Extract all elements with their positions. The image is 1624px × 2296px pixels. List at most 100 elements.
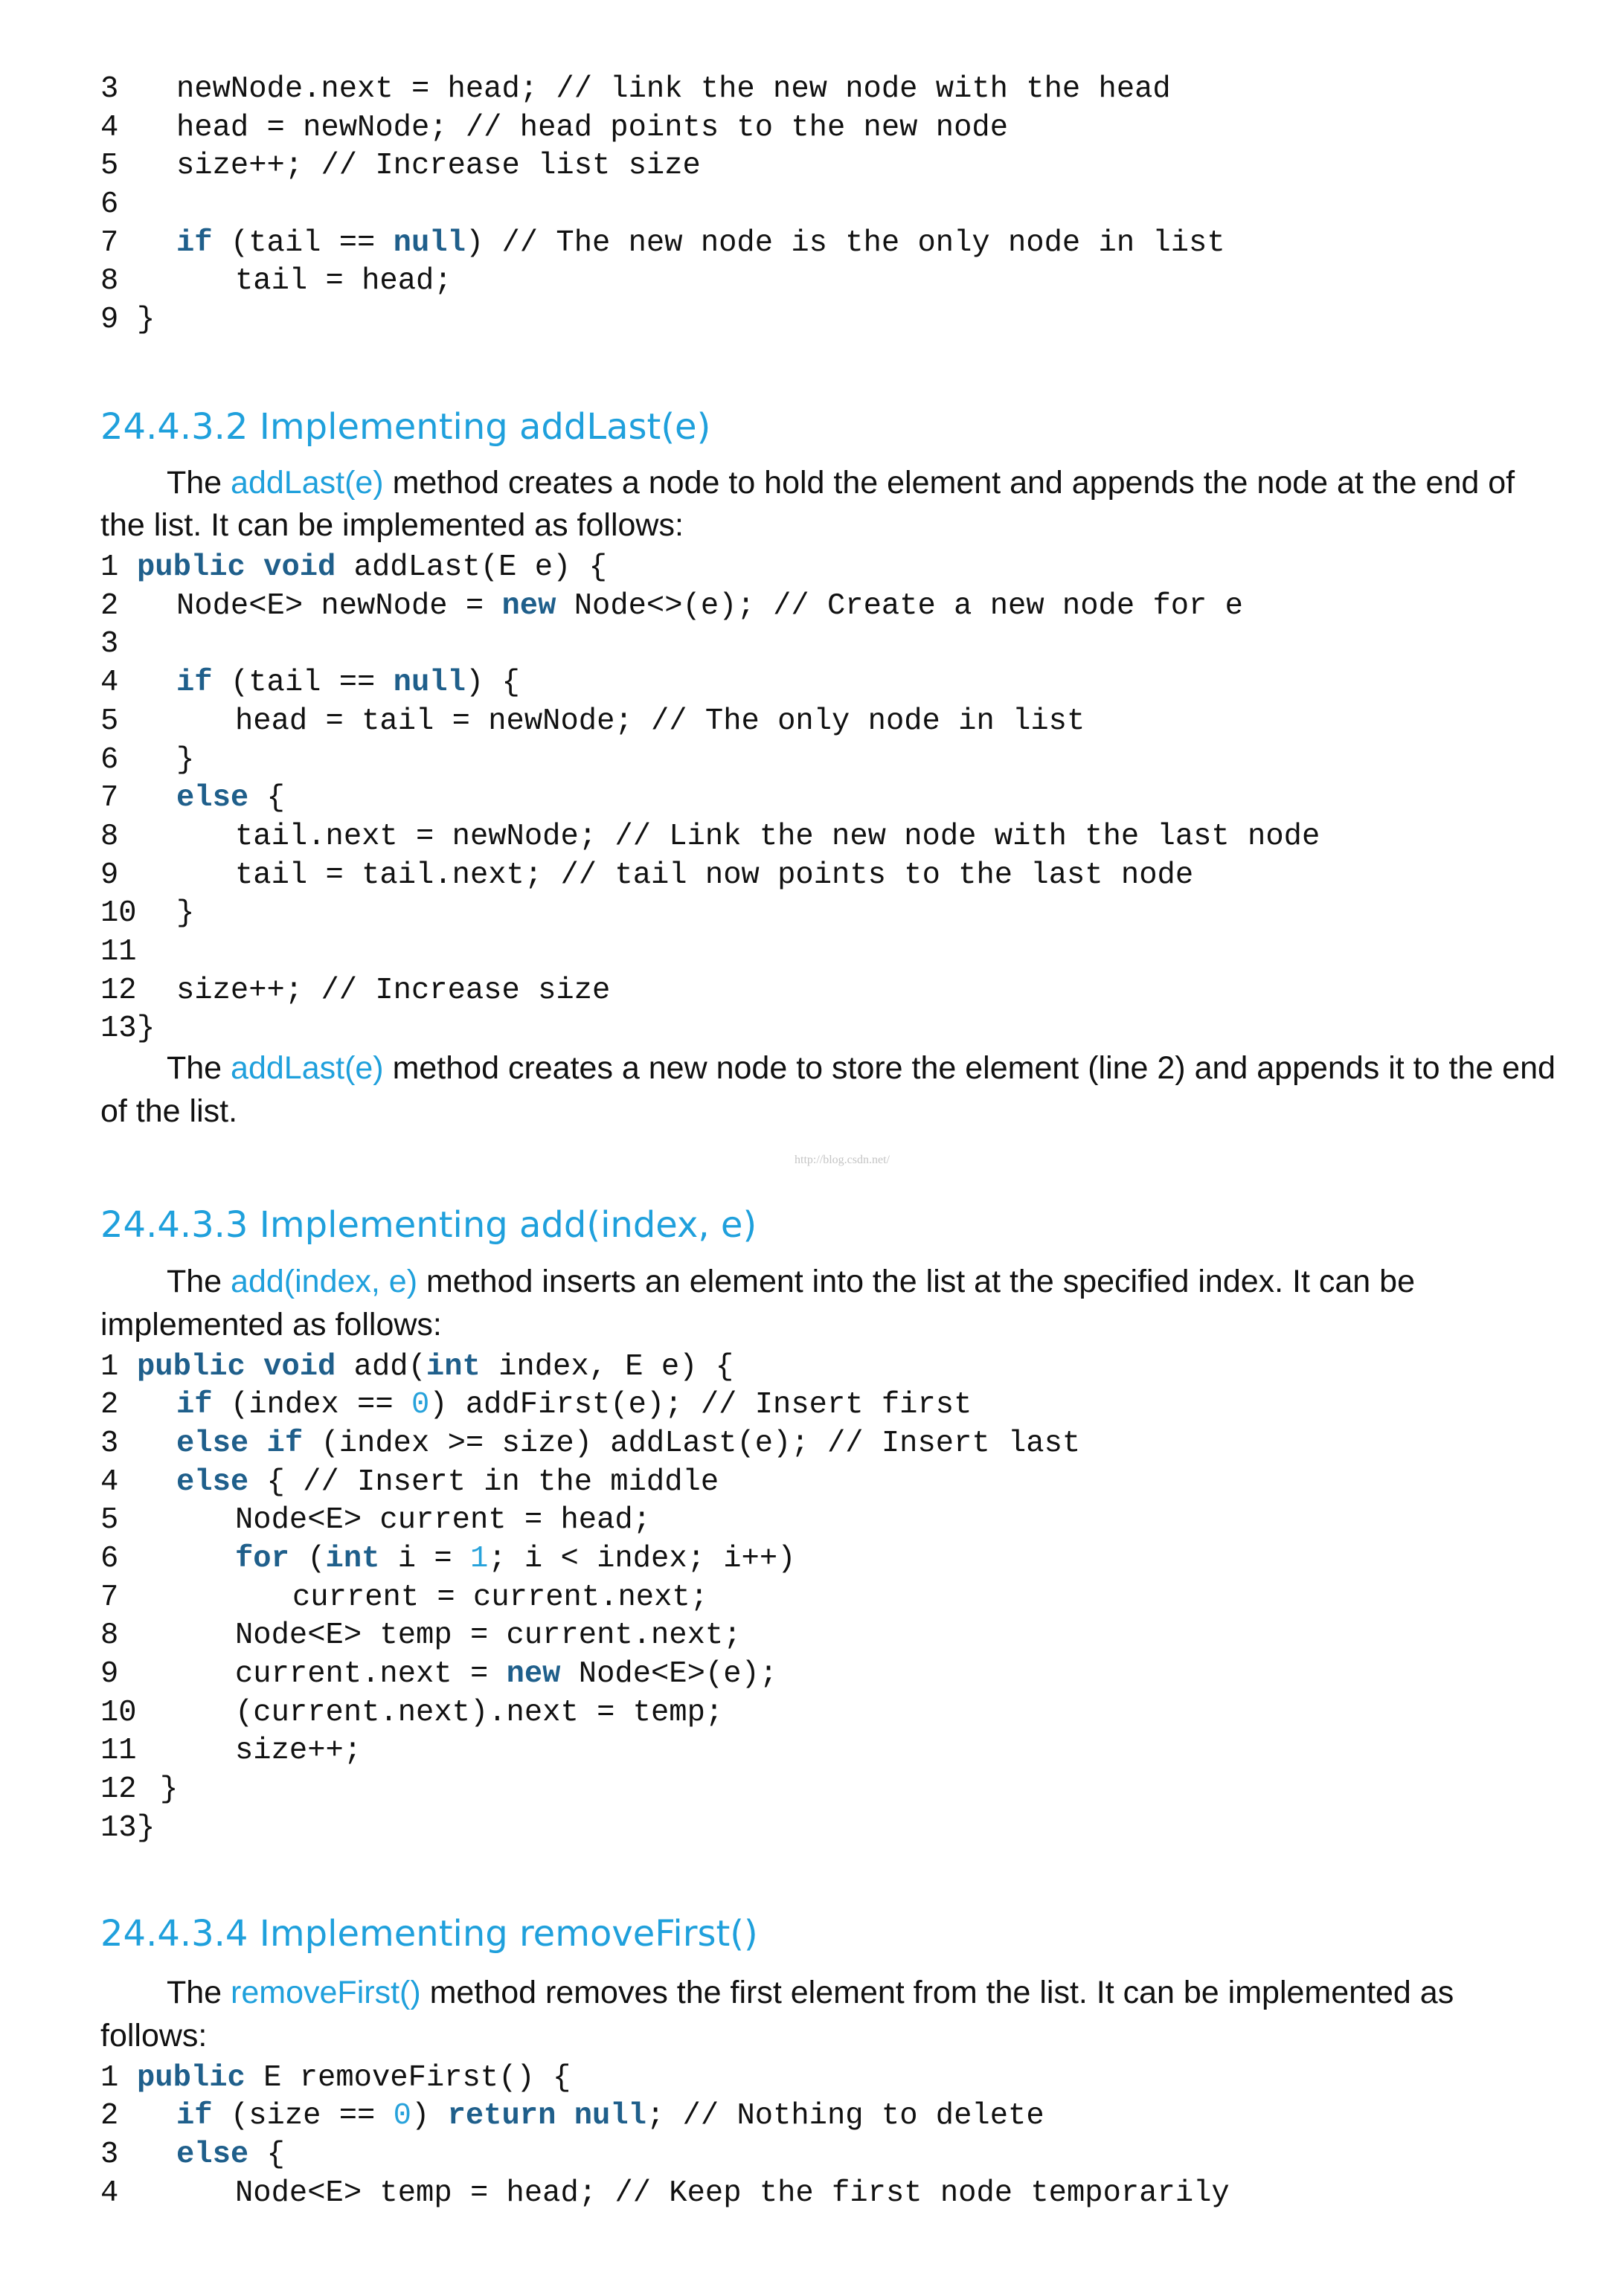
line-number: 1 [100,2060,119,2095]
paragraph-text: The [167,464,231,501]
line-number: 4 [100,1464,119,1499]
code-line: 8 Node<E> temp = current.next; [0,1617,1624,1656]
method-name: addLast(e) [231,1050,384,1086]
line-number: 6 [100,742,119,777]
line-number: 6 [100,187,119,222]
code-text: else if (index >= size) addLast(e); // I… [176,1426,1081,1461]
code-text: tail = tail.next; // tail now points to … [235,858,1194,893]
code-text: current.next = new Node<E>(e); [235,1657,778,1692]
number-literal: 1 [469,1542,489,1577]
keyword: return [447,2099,556,2134]
keyword: if [176,666,213,701]
method-name: removeFirst() [231,1975,421,2010]
code-text: } [160,1772,179,1807]
method-name: add(index, e) [231,1264,418,1299]
paragraph-text: of the list. [100,1093,238,1129]
code-line: 11 [0,933,1624,972]
section-heading: 24.4.3.4 Implementing removeFirst() [100,1913,758,1955]
paragraph-line: the list. It can be implemented as follo… [0,504,1624,547]
paragraph-line: The addLast(e) method creates a node to … [0,462,1624,505]
paragraph-text: method creates a new node to store the e… [383,1050,1556,1086]
line-number: 12 [100,1772,137,1807]
watermark-url: http://blog.csdn.net/ [795,1153,890,1166]
keyword: void [263,1349,336,1384]
code-text: Node<E> temp = head; // Keep the first n… [235,2176,1230,2210]
keyword: new [501,588,556,623]
line-number: 11 [100,934,137,969]
code-text: for (int i = 1; i < index; i++) [235,1542,796,1577]
keyword: new [506,1657,561,1692]
code-text: if (tail == null) // The new node is the… [176,225,1225,260]
line-number: 5 [100,704,119,739]
line-number: 1 [100,550,119,585]
line-number: 7 [100,1580,119,1615]
keyword: for [235,1542,289,1577]
keyword: if [176,2099,213,2134]
line-number: 3 [100,2137,119,2172]
code-line: 6} [0,742,1624,780]
paragraph-line: The addLast(e) method creates a new node… [0,1047,1624,1090]
code-text: tail.next = newNode; // Link the new nod… [235,819,1320,854]
code-text: } [137,1810,155,1845]
line-number: 5 [100,1503,119,1538]
paragraph-text: The [167,1975,231,2010]
code-line: 8 tail = head; [0,263,1624,301]
paragraph-text: The [167,1050,231,1086]
line-number: 3 [100,627,119,662]
code-line: 7 if (tail == null) // The new node is th… [0,225,1624,263]
code-text: tail = head; [235,264,452,299]
line-number: 10 [100,896,137,931]
code-text: Node<E> temp = current.next; [235,1618,742,1653]
line-number: 9 [100,302,119,337]
paragraph-text: method removes the first element from th… [420,1975,1454,2010]
number-literal: 0 [393,2099,411,2134]
paragraph-text: the list. It can be implemented as follo… [100,507,684,543]
code-text: size++; // Increase size [176,973,611,1008]
keyword: else [176,1426,249,1461]
code-line: 13} [0,1010,1624,1049]
code-text: } [176,742,195,777]
section-intro-paragraph: The removeFirst() method removes the fir… [0,1972,1624,2057]
code-text: Node<E> newNode = new Node<>(e); // Crea… [176,588,1243,623]
line-number: 8 [100,819,119,854]
method-name: addLast(e) [231,464,384,501]
keyword: null [393,225,466,260]
keyword: else [176,781,249,816]
number-literal: 0 [411,1388,430,1423]
line-number: 3 [100,71,119,106]
keyword: if [176,225,213,260]
code-text: if (size == 0) return null; // Nothing t… [176,2099,1044,2134]
keyword: void [263,550,336,585]
code-line: 8 tail.next = newNode; // Link the new no… [0,818,1624,857]
line-number: 8 [100,264,119,299]
code-line: 6 [0,186,1624,225]
code-text: } [137,1012,155,1046]
line-number: 8 [100,1618,119,1653]
line-number: 4 [100,110,119,145]
line-number: 6 [100,1542,119,1577]
section-intro-paragraph: The add(index, e) method inserts an elem… [0,1261,1624,1346]
keyword: if [176,1388,213,1423]
line-number: 13 [100,1810,137,1845]
line-number: 7 [100,225,119,260]
code-line: 10} [0,895,1624,933]
paragraph-text: follows: [100,2017,208,2054]
paragraph-text: method creates a node to hold the elemen… [383,464,1515,501]
code-text: } [176,896,195,931]
code-text: else { [176,781,285,816]
